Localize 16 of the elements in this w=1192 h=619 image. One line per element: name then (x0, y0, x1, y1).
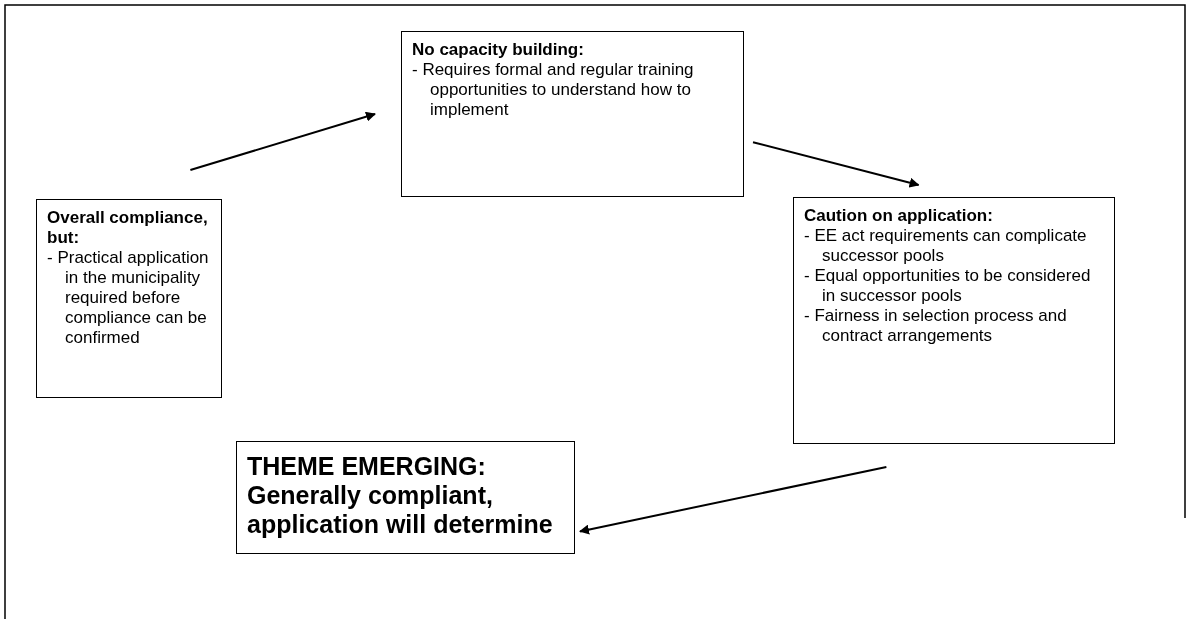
arrow (189, 111, 376, 171)
list-item: - Requires formal and regular training opportunities to understand how to implement (412, 60, 695, 120)
theme-text: THEME EMERGING: Generally compliant, application will determine (247, 452, 554, 539)
list-item: - EE act requirements can complicate successor pools (804, 226, 1088, 266)
box-heading: Caution on application: (804, 206, 994, 226)
list-item: - Practical application in the municipality required before compliance can be confirmed (47, 248, 210, 348)
arrow (579, 466, 888, 535)
text-box (36, 199, 222, 398)
text-box (793, 197, 1115, 444)
text-box (401, 31, 744, 197)
text-box (236, 441, 575, 554)
list-item: - Fairness in selection process and contract arrangements (804, 306, 1068, 346)
box-heading: Overall compliance, but: (47, 208, 209, 248)
box-heading: No capacity building: (412, 40, 585, 60)
list-item: - Equal opportunities to be considered in successor pools (804, 266, 1092, 306)
arrow (752, 141, 920, 188)
